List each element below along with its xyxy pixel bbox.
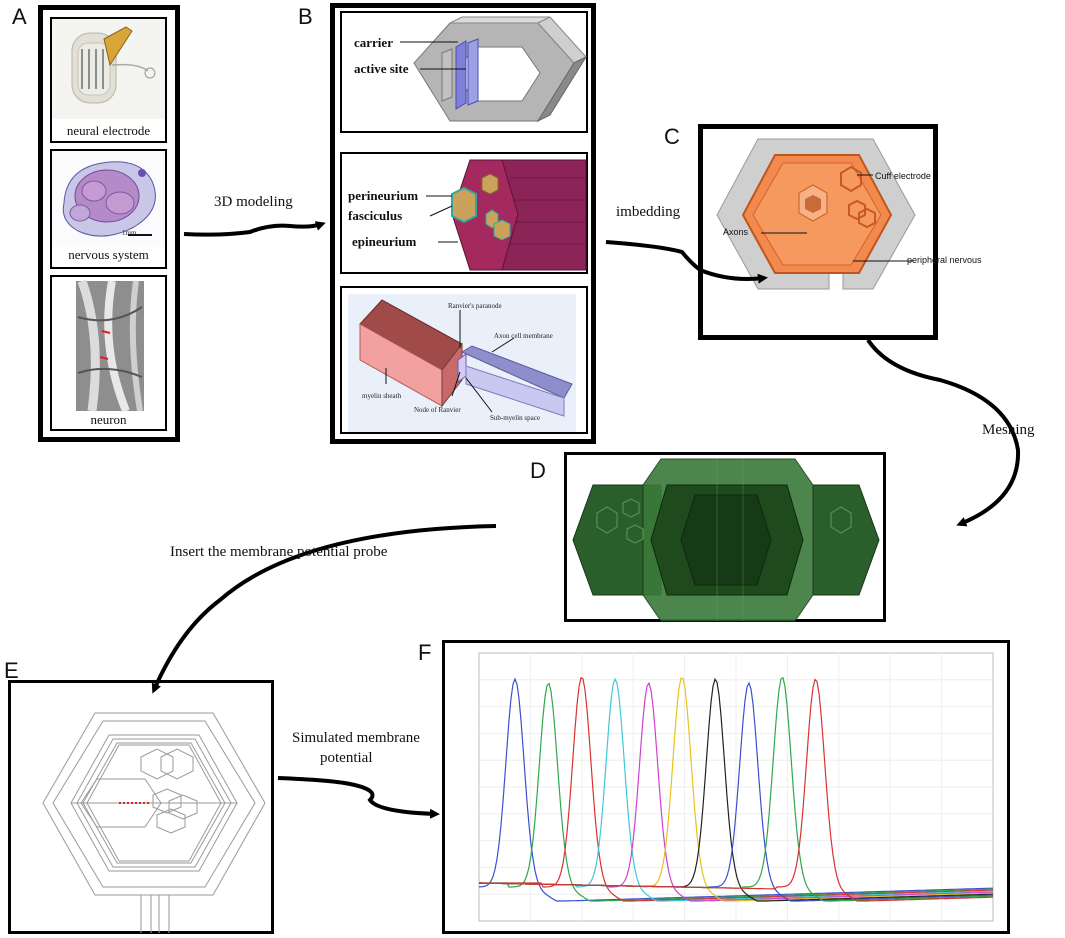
- panel-a-nerve-box: 1mm nervous system: [50, 149, 167, 269]
- label-node-of-ranvier: Node of Ranvier: [414, 406, 461, 414]
- label-fasciculus: fasciculus: [348, 208, 403, 223]
- panel-f-frame: [442, 640, 1010, 934]
- label-active-site: active site: [354, 61, 409, 76]
- label-sub-myelin-space: Sub-myelin space: [490, 414, 540, 422]
- label-meshing: Meshing: [982, 422, 1035, 438]
- panel-d-frame: [564, 452, 886, 622]
- panel-b-axon-box: Ranvier's paranode Axon cell membrane my…: [340, 286, 588, 434]
- panel-a-neuron-box: neuron: [50, 275, 167, 431]
- series-line-1: [478, 677, 993, 902]
- panel-a-electrode-box: neural electrode: [50, 17, 167, 143]
- scale-bar-label: 1mm: [122, 229, 137, 237]
- nervous-system-image: [52, 151, 165, 247]
- label-perineurium: perineurium: [348, 188, 419, 203]
- nerve-in-cuff-model: [716, 138, 916, 290]
- label-axons: Axons: [723, 227, 749, 237]
- probe-placement-wireframe: [42, 712, 266, 933]
- label-insert-probe: Insert the membrane potential probe: [170, 544, 388, 560]
- neuron-image: [76, 279, 144, 413]
- label-peripheral-nervous: peripheral nervous: [907, 255, 982, 265]
- label-simulated-line2: potential: [320, 750, 373, 766]
- panel-letter-b: B: [298, 4, 313, 29]
- membrane-potential-chart: [478, 652, 994, 922]
- panel-letter-f: F: [418, 640, 432, 665]
- meshed-model: [572, 458, 880, 622]
- panel-e-frame: [8, 680, 274, 934]
- panel-b-nerve-box: perineurium fasciculus epineurium: [340, 152, 588, 274]
- label-paranode: Ranvier's paranode: [448, 302, 502, 310]
- cuff-electrode-model: [400, 16, 588, 123]
- panel-b-electrode-box: carrier active site: [340, 11, 588, 133]
- panel-letter-c: C: [664, 124, 680, 149]
- panel-c-frame: Cuff electrode Axons peripheral nervous: [698, 124, 982, 340]
- series-line-2: [479, 682, 993, 902]
- series-line-3: [479, 676, 993, 902]
- nerve-fascicle-model: [426, 159, 587, 271]
- panel-letter-a: A: [12, 4, 27, 29]
- myelinated-axon-model: [348, 294, 576, 432]
- caption-nervous-system: nervous system: [68, 247, 149, 262]
- series-line-10: [479, 678, 993, 902]
- panel-letter-d: D: [530, 458, 546, 483]
- label-3d-modeling: 3D modeling: [214, 194, 293, 210]
- panel-letter-e: E: [4, 658, 19, 683]
- caption-neural-electrode: neural electrode: [66, 123, 151, 138]
- label-epineurium: epineurium: [352, 234, 417, 249]
- label-cuff-electrode: Cuff electrode: [875, 171, 931, 181]
- neural-electrode-image: [52, 19, 165, 119]
- label-simulated-line1: Simulated membrane: [292, 730, 420, 746]
- label-carrier: carrier: [354, 35, 393, 50]
- label-axon-membrane: Axon cell membrane: [494, 332, 553, 340]
- label-imbedding: imbedding: [616, 204, 681, 220]
- caption-neuron: neuron: [90, 412, 127, 427]
- label-myelin-sheath: myelin sheath: [362, 392, 402, 400]
